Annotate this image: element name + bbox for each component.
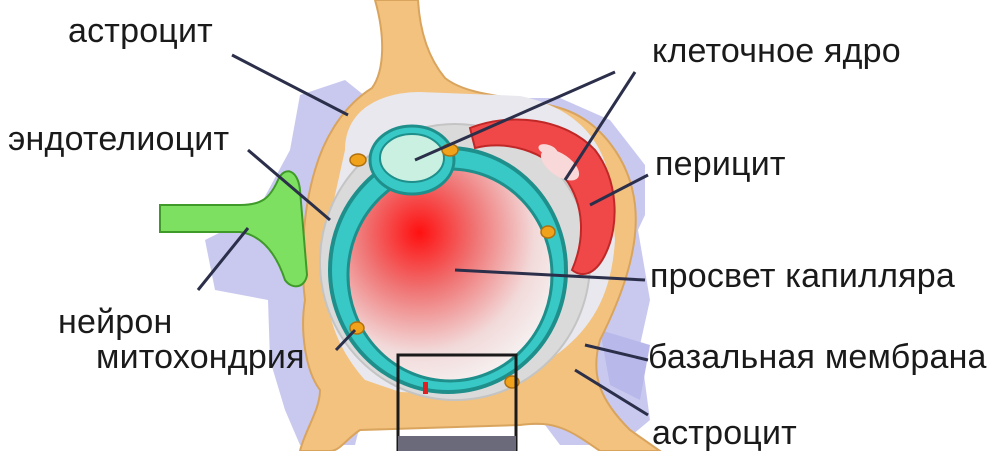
label-mitochondria: митохондрия (96, 338, 305, 376)
label-endotheliocyte: эндотелиоцит (8, 120, 229, 158)
label-lumen: просвет капилляра (650, 257, 955, 295)
label-neuron: нейрон (58, 303, 172, 341)
capillary-lumen (348, 169, 552, 381)
label-nucleus: клеточное ядро (652, 32, 901, 70)
label-basal-membrane: базальная мембрана (648, 338, 987, 376)
endothelial-nucleus (370, 126, 454, 194)
label-astrocyte-top: астроцит (68, 12, 213, 50)
label-astrocyte-bottom: астроцит (652, 414, 797, 451)
label-pericyte: перицит (655, 145, 786, 183)
red-marker (423, 382, 428, 394)
